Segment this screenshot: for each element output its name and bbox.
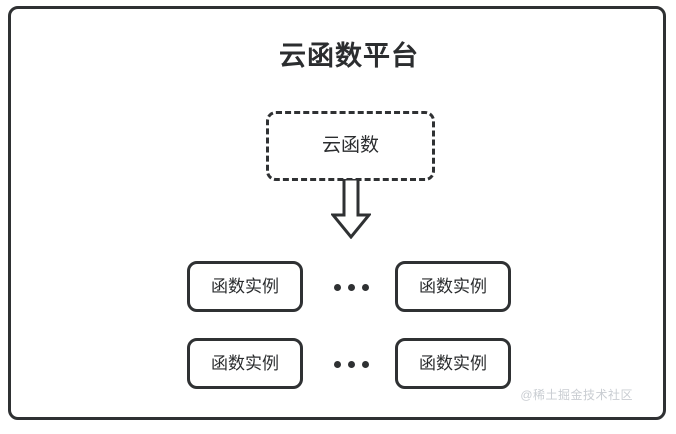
function-instance-box: 函数实例	[395, 261, 511, 312]
dot-icon	[333, 360, 341, 368]
cloud-function-platform-frame: 云函数平台 云函数 函数实例 函数实例 函数实例	[8, 6, 666, 420]
ellipsis-dots-row-1	[311, 277, 391, 297]
watermark: @稀土掘金技术社区	[520, 388, 633, 402]
dot-icon	[347, 360, 355, 368]
function-instance-label: 函数实例	[419, 353, 487, 373]
function-instance-box: 函数实例	[395, 338, 511, 389]
down-block-arrow-icon	[329, 177, 373, 240]
cloud-function-label: 云函数	[321, 135, 379, 156]
function-instance-box: 函数实例	[187, 261, 303, 312]
function-instance-label: 函数实例	[211, 276, 279, 296]
function-instance-label: 函数实例	[211, 353, 279, 373]
dot-icon	[333, 283, 341, 291]
ellipsis-dots-row-2	[311, 354, 391, 374]
function-instance-box: 函数实例	[187, 338, 303, 389]
page-title: 云函数平台	[279, 41, 419, 71]
dot-icon	[361, 360, 369, 368]
function-instance-label: 函数实例	[419, 276, 487, 296]
cloud-function-node: 云函数	[266, 111, 435, 181]
dot-icon	[347, 283, 355, 291]
dot-icon	[361, 283, 369, 291]
